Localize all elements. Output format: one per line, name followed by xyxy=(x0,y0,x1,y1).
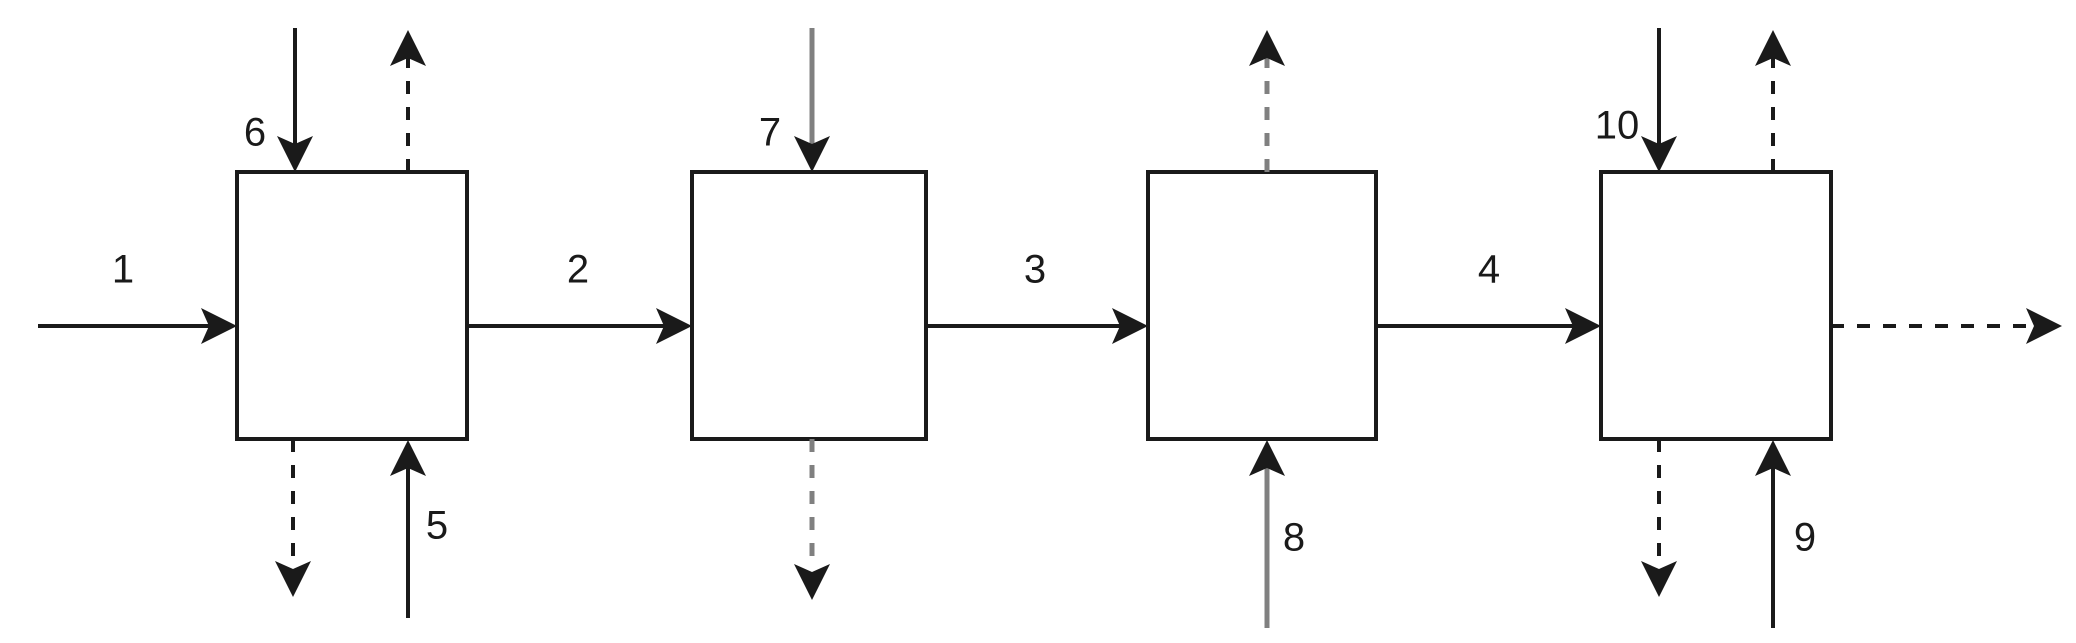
stream-label-10: 10 xyxy=(1595,104,1640,148)
stream-6-group[interactable] xyxy=(277,28,313,172)
drain-unit-1-group[interactable] xyxy=(275,439,311,597)
product-outlet-arrowhead xyxy=(2026,308,2062,344)
stream-label-3: 3 xyxy=(1024,248,1046,292)
stream-8-arrowhead xyxy=(1249,440,1285,476)
stream-label-4: 4 xyxy=(1478,248,1500,292)
stream-4-group[interactable] xyxy=(1376,308,1601,344)
stream-9-group[interactable] xyxy=(1755,440,1791,628)
stream-10-arrowhead xyxy=(1641,136,1677,172)
vent-unit-4-group[interactable] xyxy=(1755,30,1791,172)
stream-4-arrowhead xyxy=(1565,308,1601,344)
drain-unit-2-group[interactable] xyxy=(794,439,830,600)
stream-label-2: 2 xyxy=(567,248,589,292)
stream-1-arrowhead xyxy=(201,308,237,344)
drain-unit-1-arrowhead xyxy=(275,561,311,597)
unit-1-group[interactable] xyxy=(235,170,469,441)
product-outlet-group[interactable] xyxy=(1831,308,2062,344)
vent-unit-1-arrowhead xyxy=(390,30,426,66)
stream-5-arrowhead xyxy=(390,440,426,476)
stream-8-group[interactable] xyxy=(1249,440,1285,628)
stream-label-7: 7 xyxy=(759,111,781,155)
stream-3-arrowhead xyxy=(1112,308,1148,344)
unit-3-group[interactable] xyxy=(1146,170,1378,441)
stream-9-arrowhead xyxy=(1755,440,1791,476)
drain-unit-4-group[interactable] xyxy=(1641,439,1677,597)
vent-unit-1-group[interactable] xyxy=(390,30,426,172)
stream-label-5: 5 xyxy=(426,504,448,548)
stream-6-arrowhead xyxy=(277,136,313,172)
stream-7-group[interactable] xyxy=(794,28,830,172)
stream-2-arrowhead xyxy=(656,308,692,344)
stream-label-9: 9 xyxy=(1794,516,1816,560)
unit-block-1[interactable] xyxy=(235,170,469,441)
unit-block-3[interactable] xyxy=(1146,170,1378,441)
stream-5-group[interactable] xyxy=(390,440,426,618)
unit-block-2[interactable] xyxy=(690,170,928,441)
stream-label-6: 6 xyxy=(244,111,266,155)
vent-unit-4-arrowhead xyxy=(1755,30,1791,66)
stream-7-arrowhead xyxy=(794,136,830,172)
stream-1-group[interactable] xyxy=(38,308,237,344)
stream-label-1: 1 xyxy=(112,248,134,292)
stream-label-8: 8 xyxy=(1283,516,1305,560)
unit-block-4[interactable] xyxy=(1599,170,1833,441)
vent-unit-3-arrowhead xyxy=(1249,30,1285,66)
stream-2-group[interactable] xyxy=(467,308,692,344)
stream-3-group[interactable] xyxy=(926,308,1148,344)
unit-2-group[interactable] xyxy=(690,170,928,441)
stream-10-group[interactable] xyxy=(1641,28,1677,172)
drain-unit-2-arrowhead xyxy=(794,564,830,600)
drain-unit-4-arrowhead xyxy=(1641,561,1677,597)
vent-unit-3-group[interactable] xyxy=(1249,30,1285,172)
unit-4-group[interactable] xyxy=(1599,170,1833,441)
